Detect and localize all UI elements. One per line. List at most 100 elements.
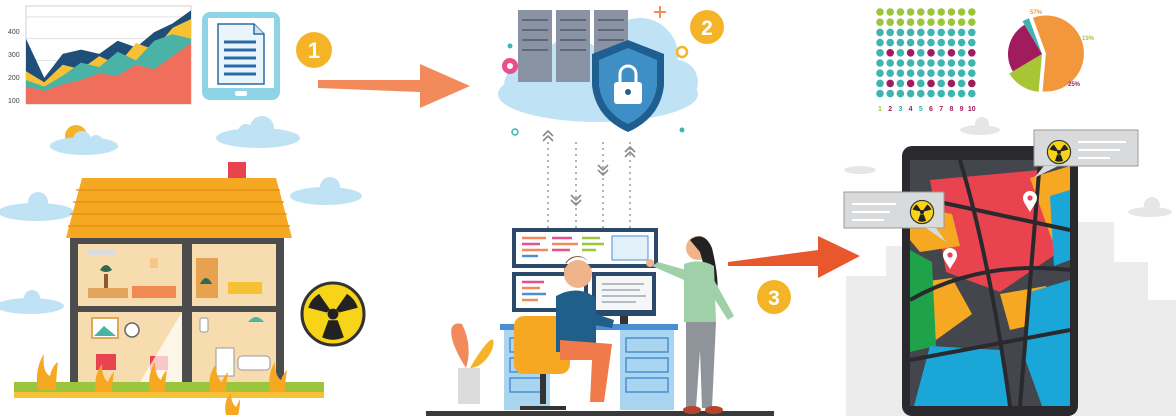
matrix-dot xyxy=(957,28,966,37)
matrix-dot xyxy=(896,89,905,98)
matrix-dot xyxy=(968,69,976,77)
line-chart: 400 300 200 100 xyxy=(8,5,192,105)
matrix-dot xyxy=(876,28,884,37)
cloud-server-illustration xyxy=(498,6,698,136)
y-tick-label: 300 xyxy=(8,52,20,59)
step-3-badge: 3 xyxy=(757,280,791,314)
matrix-dot xyxy=(896,28,905,37)
sparkle-decoration xyxy=(654,6,666,18)
matrix-dot xyxy=(917,79,925,88)
matrix-dot xyxy=(937,38,945,47)
pie-slice xyxy=(1032,15,1084,92)
matrix-dot xyxy=(927,8,935,16)
step-2-badge: 2 xyxy=(690,10,724,44)
matrix-dot xyxy=(906,59,915,67)
matrix-dot xyxy=(957,38,966,47)
step-number: 2 xyxy=(701,17,713,40)
cloud-decoration xyxy=(0,290,64,314)
cloud-decoration xyxy=(216,116,300,148)
matrix-dot xyxy=(896,8,905,16)
matrix-dot xyxy=(886,79,894,88)
column-label: 1 xyxy=(878,106,882,113)
matrix-dot xyxy=(896,79,905,88)
matrix-dot xyxy=(896,18,905,27)
matrix-dot xyxy=(957,59,966,67)
pie-label: 15% xyxy=(1082,36,1095,42)
step-1-badge: 1 xyxy=(296,32,332,68)
matrix-dot xyxy=(886,59,894,67)
column-label: 9 xyxy=(960,106,964,113)
matrix-dot xyxy=(927,89,935,98)
chevron-up-icon xyxy=(542,129,636,158)
matrix-dot xyxy=(906,49,915,57)
matrix-dot xyxy=(957,49,966,57)
radiation-icon xyxy=(300,281,366,347)
cloud-decoration xyxy=(844,117,1172,217)
matrix-dot xyxy=(957,79,966,88)
matrix-dot xyxy=(906,18,915,27)
matrix-dot xyxy=(906,38,915,47)
cloud-decoration xyxy=(0,192,74,221)
matrix-dot xyxy=(896,69,905,77)
potted-plant xyxy=(451,323,494,404)
matrix-dot xyxy=(927,69,935,77)
matrix-dot xyxy=(968,38,976,47)
matrix-dot xyxy=(927,28,935,37)
map-roads xyxy=(909,159,1071,407)
matrix-dot xyxy=(917,8,925,16)
matrix-dot xyxy=(896,59,905,67)
line-chart-series xyxy=(26,10,191,105)
matrix-dot xyxy=(957,89,966,98)
step-number: 3 xyxy=(768,287,780,310)
matrix-dot xyxy=(876,38,884,47)
matrix-dot xyxy=(937,28,945,37)
matrix-dot xyxy=(927,79,935,88)
y-tick-label: 200 xyxy=(8,75,20,82)
house-cutaway xyxy=(14,162,324,398)
matrix-dot xyxy=(937,59,945,67)
matrix-dot xyxy=(876,89,884,98)
pie-slices xyxy=(1008,15,1084,92)
matrix-dot xyxy=(876,18,884,27)
matrix-dot xyxy=(927,18,935,27)
matrix-dot xyxy=(937,49,945,57)
column-label: 8 xyxy=(949,106,953,113)
matrix-dot xyxy=(927,38,935,47)
matrix-dot xyxy=(917,18,925,27)
matrix-dot xyxy=(876,8,884,16)
matrix-dot xyxy=(927,59,935,67)
pie-slice xyxy=(1022,18,1042,54)
matrix-dot xyxy=(968,28,976,37)
sun-cloud-decoration xyxy=(50,125,118,155)
matrix-dot xyxy=(947,8,956,16)
matrix-dot xyxy=(937,69,945,77)
cloud-decoration xyxy=(290,177,362,205)
dot-matrix-grid xyxy=(876,8,976,98)
y-tick-label: 400 xyxy=(8,29,20,36)
matrix-dot xyxy=(876,59,884,67)
seated-person xyxy=(514,256,614,410)
matrix-dot xyxy=(917,49,925,57)
matrix-dot xyxy=(896,49,905,57)
matrix-dot xyxy=(968,49,976,57)
column-label: 10 xyxy=(968,106,976,113)
matrix-dot xyxy=(917,69,925,77)
matrix-dot xyxy=(886,38,894,47)
column-label: 5 xyxy=(919,106,923,113)
matrix-dot xyxy=(917,59,925,67)
matrix-dot xyxy=(906,79,915,88)
matrix-dot xyxy=(886,28,894,37)
matrix-dot xyxy=(886,69,894,77)
matrix-dot xyxy=(968,59,976,67)
matrix-dot xyxy=(937,8,945,16)
pie-label: 25% xyxy=(1068,82,1081,88)
matrix-dot xyxy=(947,18,956,27)
alert-bubble xyxy=(1033,129,1139,178)
pie-chart: 57% 15% 25% xyxy=(1008,10,1095,92)
matrix-dot xyxy=(968,89,976,98)
data-transfer-lines xyxy=(547,142,631,228)
flow-arrow-1 xyxy=(318,64,470,108)
matrix-dot xyxy=(876,49,884,57)
